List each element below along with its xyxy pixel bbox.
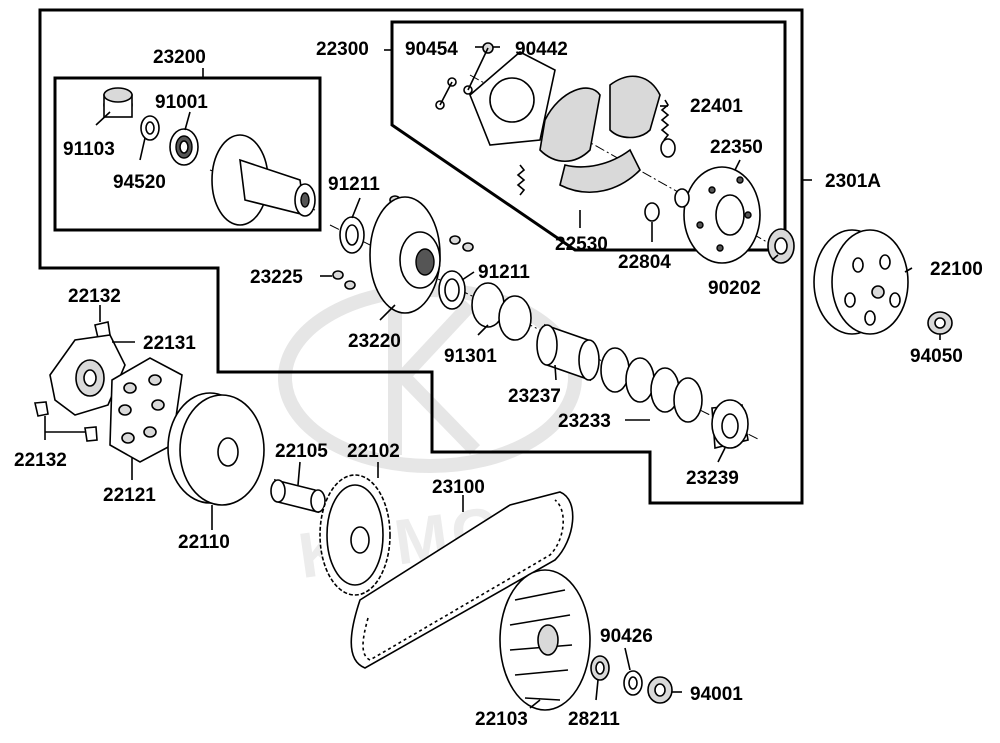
label-94001: 94001: [690, 684, 743, 705]
label-23225: 23225: [250, 267, 303, 288]
bushing-91103: [103, 87, 133, 118]
label-22131: 22131: [143, 333, 196, 354]
label-94520: 94520: [113, 172, 166, 193]
label-22401: 22401: [690, 96, 743, 117]
assembly-outline-2301A: [38, 8, 804, 505]
spring-23233: [600, 347, 703, 423]
weight-rollers-22121: [109, 357, 183, 463]
driven-pulley-fixed-23200: [211, 134, 316, 226]
washer-90426: [623, 670, 643, 696]
label-91301: 91301: [444, 346, 497, 367]
nut-90202: [767, 228, 795, 264]
callout-labels: 23200 91001 91103 94520 22300 90454 9044…: [14, 39, 983, 730]
fan-pulley-22103: [499, 569, 591, 711]
spring-seat-23239: [711, 399, 749, 449]
ramp-plate-22131: [49, 334, 126, 416]
subassembly-box-23200: [53, 76, 322, 232]
label-22100: 22100: [930, 259, 983, 280]
clutch-bell-22100: [813, 229, 909, 335]
label-91211-lower: 91211: [478, 262, 530, 283]
o-rings-91301: [471, 282, 532, 341]
label-23220: 23220: [348, 331, 401, 352]
label-23239: 23239: [686, 468, 739, 489]
label-23233: 23233: [558, 411, 611, 432]
label-90442: 90442: [515, 39, 568, 60]
e-clip-90454: [435, 77, 457, 110]
label-22132-bottom: 22132: [14, 450, 67, 471]
label-22121: 22121: [103, 485, 156, 506]
label-22102: 22102: [347, 441, 400, 462]
washer-28211: [590, 655, 610, 681]
leader-lines: [44, 46, 941, 709]
subassembly-box-22300: [390, 20, 787, 252]
label-91211-upper: 91211: [328, 174, 380, 195]
label-91103: 91103: [63, 139, 115, 160]
pin-90442: [463, 42, 494, 95]
label-94050: 94050: [910, 346, 963, 367]
oil-seal-91211-upper: [339, 216, 365, 254]
starter-gear-22102: [319, 474, 391, 596]
collar-23237: [536, 323, 600, 382]
drive-belt-23100: [350, 491, 574, 669]
movable-drive-face-22110: [167, 392, 265, 506]
bearing-91001: [169, 128, 199, 166]
nut-94050: [927, 311, 953, 335]
oil-seal-91211-lower: [438, 270, 466, 310]
clutch-shoes-22530: [539, 75, 661, 193]
bushing-22105: [270, 478, 326, 514]
label-22530: 22530: [555, 234, 608, 255]
label-90454: 90454: [405, 39, 458, 60]
label-22300: 22300: [316, 39, 369, 60]
label-22105: 22105: [275, 441, 328, 462]
label-90426: 90426: [600, 626, 653, 647]
label-22804: 22804: [618, 252, 671, 273]
label-91001: 91001: [155, 92, 208, 113]
nut-94001: [647, 676, 673, 704]
label-22132-top: 22132: [68, 286, 121, 307]
clutch-plate: [469, 51, 556, 146]
washer-94520: [140, 115, 160, 141]
damper-22804: [644, 138, 690, 222]
label-22103: 22103: [475, 709, 528, 730]
label-23200: 23200: [153, 47, 206, 68]
label-22110: 22110: [178, 532, 230, 553]
clutch-hub-22350: [683, 166, 761, 264]
label-22350: 22350: [710, 137, 763, 158]
movable-driven-face-23220: [369, 196, 441, 314]
label-23237: 23237: [508, 386, 561, 407]
label-90202: 90202: [708, 278, 761, 299]
label-2301A: 2301A: [825, 171, 881, 192]
label-28211: 28211: [568, 709, 620, 730]
slider-22132-lower: [34, 401, 98, 442]
label-23100: 23100: [432, 477, 485, 498]
